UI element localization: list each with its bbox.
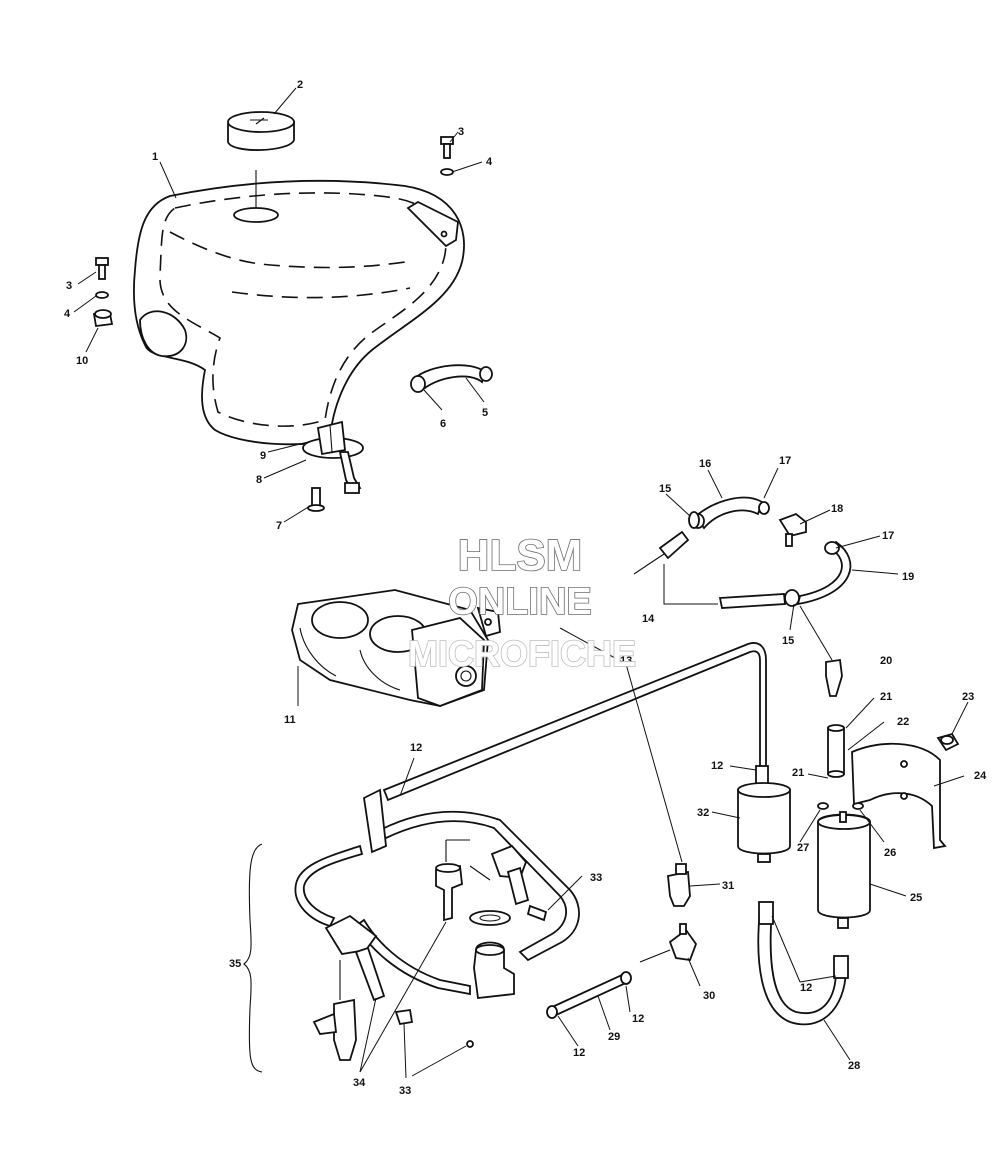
callout-16: 16: [699, 458, 711, 470]
callout-18: 18: [831, 503, 843, 515]
callout-20: 20: [880, 655, 892, 667]
fuel-filter-32: [737, 765, 791, 863]
callout-24: 24: [974, 770, 987, 782]
bolt-3-right: [440, 136, 454, 159]
injector-lower: [312, 960, 357, 1061]
callout-28: 28: [848, 1060, 860, 1072]
washer-27: [817, 802, 829, 810]
callout-17-right: 17: [882, 530, 894, 542]
nut-10: [92, 309, 114, 328]
fuel-pump-25: [817, 811, 871, 929]
callout-10: 10: [76, 355, 88, 367]
fuel-cap: [227, 111, 295, 151]
callout-3-right: 3: [458, 126, 464, 138]
callout-12-hose29: 12: [632, 1013, 644, 1025]
screw-33-lower: [394, 1008, 474, 1048]
callout-35: 35: [229, 958, 241, 970]
hose-28: [757, 901, 849, 1026]
tee-fitting-18: [778, 512, 807, 547]
callout-21-lower: 21: [792, 767, 804, 779]
fitting-31: [667, 863, 691, 907]
bracket-35: [243, 843, 263, 1073]
callout-6: 6: [440, 418, 446, 430]
tank-mount-bracket: [406, 200, 459, 248]
fuel-rail-35: [294, 788, 580, 1002]
callout-4-left: 4: [64, 308, 71, 320]
washer-4-right: [440, 168, 454, 176]
screw-33-upper: [526, 904, 548, 922]
hose-22: [827, 724, 845, 778]
vent-valve-20: [825, 658, 843, 697]
hose-16: [691, 496, 770, 530]
vent-hose-5: [410, 364, 493, 393]
filter-14-upper: [633, 530, 690, 575]
callout-1: 1: [152, 151, 158, 163]
watermark-line-3: MICROFICHE: [408, 633, 636, 674]
callout-21-upper: 21: [880, 691, 892, 703]
callout-32: 32: [697, 807, 709, 819]
throttle-body-11: [291, 589, 501, 707]
callout-12-rail: 12: [410, 742, 422, 754]
callout-11: 11: [284, 714, 296, 726]
filter-14-lower: [718, 593, 786, 609]
callout-13: 13: [620, 655, 632, 667]
petcock-plate-8-9: [302, 420, 364, 494]
watermark-line-2: ONLINE: [448, 581, 592, 623]
callout-31: 31: [722, 880, 734, 892]
callout-19: 19: [902, 571, 914, 583]
callout-15-upper: 15: [659, 483, 671, 495]
callout-5: 5: [482, 407, 488, 419]
callout-8: 8: [256, 474, 262, 486]
nut-23: [936, 732, 960, 752]
callout-12-hose28: 12: [800, 982, 812, 994]
callout-12-hose29-end: 12: [573, 1047, 585, 1059]
callout-17-upper: 17: [779, 455, 791, 467]
callout-15-lower: 15: [782, 635, 794, 647]
callout-14: 14: [642, 613, 655, 625]
screw-7: [307, 487, 325, 512]
callout-3-left: 3: [66, 280, 72, 292]
callout-30: 30: [703, 990, 715, 1002]
hose-29: [546, 971, 632, 1019]
callout-22: 22: [897, 716, 909, 728]
hose-19: [784, 540, 852, 607]
callout-4-right: 4: [486, 156, 493, 168]
callout-26: 26: [884, 847, 896, 859]
callout-25: 25: [910, 892, 922, 904]
leader-lines: [73, 87, 969, 1079]
callout-23: 23: [962, 691, 974, 703]
watermark-line-1: HLSM: [458, 531, 583, 580]
callout-29: 29: [608, 1031, 620, 1043]
callout-34: 34: [353, 1077, 366, 1089]
fuel-tank: [132, 170, 465, 446]
fitting-30: [639, 923, 698, 963]
callout-2: 2: [297, 79, 303, 91]
callout-9: 9: [260, 450, 266, 462]
watermark: HLSM ONLINE MICROFICHE: [407, 530, 637, 675]
injector-upper: [435, 839, 491, 922]
washer-4-left: [95, 291, 109, 299]
callout-labels: 1 2 3 4 3 4 10 6 5 9 8 7 16 17 15 18 17 …: [64, 79, 987, 1097]
clamp-15-upper: [688, 511, 700, 529]
pressure-regulator: [469, 910, 515, 999]
callout-33-lower: 33: [399, 1085, 411, 1097]
callout-27: 27: [797, 842, 809, 854]
bolt-3-left: [95, 257, 109, 280]
callout-12-filter: 12: [711, 760, 723, 772]
pump-bracket-24: [851, 742, 947, 850]
callout-33-upper: 33: [590, 872, 602, 884]
callout-7: 7: [276, 520, 282, 532]
